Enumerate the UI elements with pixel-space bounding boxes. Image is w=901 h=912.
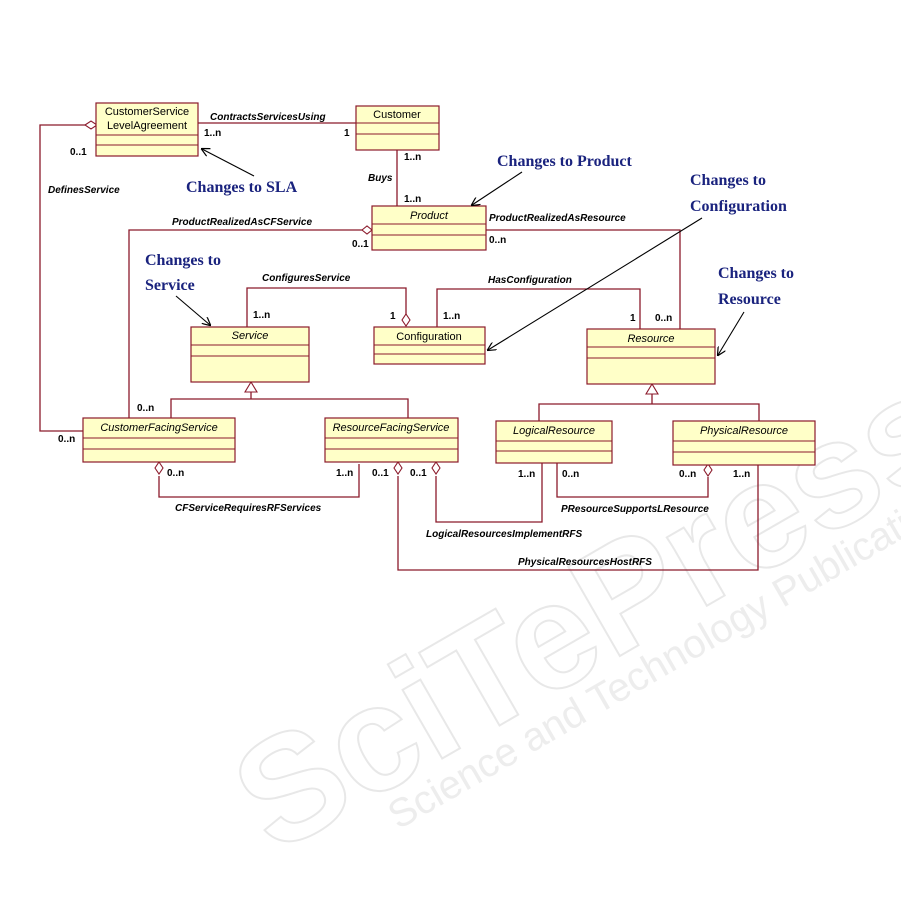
- mult-res-prod: 0..n: [655, 313, 672, 324]
- notes: Changes to SLA Changes to Product Change…: [145, 153, 794, 308]
- class-logical[interactable]: LogicalResource: [495, 420, 613, 464]
- class-sla-name-2: LevelAgreement: [107, 120, 187, 132]
- class-physical[interactable]: PhysicalResource: [672, 420, 816, 466]
- note-service-2: Service: [145, 277, 195, 294]
- diamonds: [84, 120, 713, 477]
- mult-prod-res: 0..n: [489, 235, 506, 246]
- mult-prod-cust: 1..n: [404, 194, 421, 205]
- assoc-p-supports: PResourceSupportsLResource: [561, 504, 709, 515]
- mult-log-phys: 0..n: [562, 469, 579, 480]
- note-configuration-1: Changes to: [690, 172, 766, 189]
- mult-cfg-res: 1..n: [443, 311, 460, 322]
- mult-rfs-p: 0..1: [410, 468, 427, 479]
- mult-cust-sla: 1: [344, 128, 350, 139]
- class-sla-name-1: CustomerService: [105, 106, 189, 118]
- diamond-cfs: [154, 461, 164, 475]
- edge-defines-service: [39, 124, 85, 432]
- edge-cf-requires-rf: [158, 464, 360, 498]
- assoc-contracts: ContractsServicesUsing: [210, 112, 326, 123]
- edge-product-resource: [486, 229, 681, 329]
- class-resource-name: Resource: [627, 333, 674, 345]
- class-cfs[interactable]: CustomerFacingService: [82, 417, 236, 463]
- class-sla[interactable]: CustomerService LevelAgreement: [95, 102, 199, 157]
- assoc-buys: Buys: [368, 173, 393, 184]
- association-labels: ContractsServicesUsing Buys DefinesServi…: [48, 112, 709, 568]
- diamond-physical: [703, 463, 713, 477]
- arrow-service: [175, 295, 210, 325]
- edge-product-cfs: [128, 229, 372, 418]
- mult-cfs-rfs: 0..n: [167, 468, 184, 479]
- diamond-sla: [84, 120, 98, 130]
- assoc-realized-res: ProductRealizedAsResource: [489, 213, 626, 224]
- assoc-has-config: HasConfiguration: [488, 275, 572, 286]
- mult-cust-prod: 1..n: [404, 152, 421, 163]
- diamond-product: [361, 225, 373, 235]
- class-rfs-name: ResourceFacingService: [333, 422, 450, 434]
- arrow-configuration: [488, 217, 703, 350]
- class-cfs-name: CustomerFacingService: [100, 422, 217, 434]
- multiplicity-labels: 1..n 1 0..1 1..n 1..n 0..1 0..n 1..n 1 1…: [58, 128, 750, 480]
- arrow-product: [472, 171, 523, 205]
- note-product: Changes to Product: [497, 153, 632, 170]
- assoc-logical-impl: LogicalResourcesImplementRFS: [426, 529, 582, 540]
- mult-cfs-prod: 0..n: [137, 403, 154, 414]
- edge-has-configuration: [436, 288, 641, 329]
- diamond-configuration: [401, 313, 411, 327]
- class-product-name: Product: [410, 210, 449, 222]
- mult-rfs-l: 0..1: [372, 468, 389, 479]
- tri-resource: [645, 382, 659, 395]
- note-arrows: [175, 149, 745, 355]
- diamond-rfs-logical: [431, 461, 441, 475]
- assoc-configures: ConfiguresService: [262, 273, 351, 284]
- edge-physical-host: [397, 465, 759, 571]
- note-configuration-2: Configuration: [690, 198, 787, 215]
- tri-service: [244, 380, 258, 393]
- mult-svc-cfg: 1..n: [253, 310, 270, 321]
- class-configuration[interactable]: Configuration: [373, 326, 486, 365]
- class-service[interactable]: Service: [190, 326, 310, 383]
- assoc-physical-host: PhysicalResourcesHostRFS: [518, 557, 652, 568]
- class-physical-name: PhysicalResource: [700, 425, 788, 437]
- class-resource[interactable]: Resource: [586, 328, 716, 385]
- edge-p-supports-l: [556, 463, 709, 498]
- note-sla: Changes to SLA: [186, 179, 298, 196]
- class-customer-name: Customer: [373, 109, 421, 121]
- class-service-name: Service: [232, 330, 269, 342]
- mult-prod-cf: 0..1: [352, 239, 369, 250]
- note-service-1: Changes to: [145, 252, 221, 269]
- class-customer[interactable]: Customer: [355, 105, 440, 151]
- assoc-defines: DefinesService: [48, 185, 120, 196]
- mult-cfs-sla: 0..n: [58, 434, 75, 445]
- mult-log-rfs: 1..n: [518, 469, 535, 480]
- class-logical-name: LogicalResource: [513, 425, 595, 437]
- arrow-sla: [202, 149, 255, 177]
- generalization-arrows: [244, 380, 659, 395]
- edge-logical-implement: [435, 463, 543, 523]
- mult-sla-cust: 1..n: [204, 128, 221, 139]
- mult-sla-def: 0..1: [70, 147, 87, 158]
- class-configuration-name: Configuration: [396, 331, 461, 343]
- mult-res-cfg: 1: [630, 313, 636, 324]
- edge-gen-service: [170, 398, 409, 418]
- mult-phys-log: 0..n: [679, 469, 696, 480]
- class-product[interactable]: Product: [371, 205, 487, 251]
- class-rfs[interactable]: ResourceFacingService: [324, 417, 459, 463]
- note-resource-1: Changes to: [718, 265, 794, 282]
- mult-phys-rfs: 1..n: [733, 469, 750, 480]
- assoc-realized-cf: ProductRealizedAsCFService: [172, 217, 312, 228]
- assoc-cf-requires: CFServiceRequiresRFServices: [175, 503, 322, 514]
- mult-rfs-cfs: 1..n: [336, 468, 353, 479]
- diamond-rfs-physical: [393, 461, 403, 475]
- arrow-resource: [718, 311, 745, 355]
- note-resource-2: Resource: [718, 291, 781, 308]
- edge-configures-service: [246, 287, 407, 327]
- mult-cfg-svc: 1: [390, 311, 396, 322]
- edges: [39, 122, 760, 571]
- edge-gen-resource: [538, 403, 760, 421]
